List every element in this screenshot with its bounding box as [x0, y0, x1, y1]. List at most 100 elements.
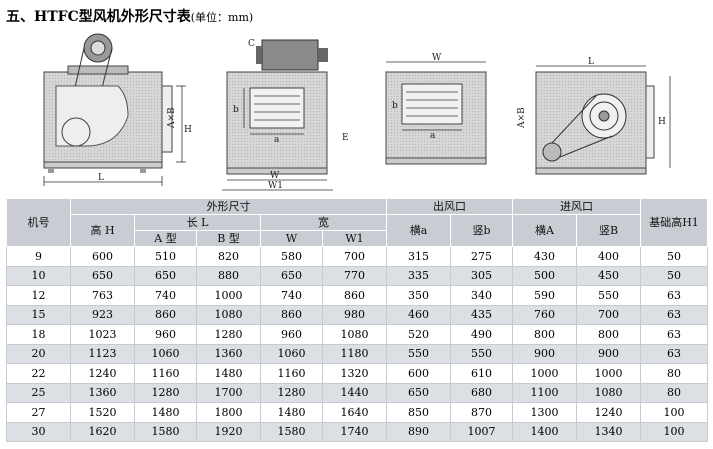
table-cell: 435 — [450, 304, 513, 325]
table-cell: 1640 — [322, 402, 387, 423]
table-cell: 1360 — [196, 343, 261, 364]
table-cell: 12 — [6, 285, 71, 306]
table-cell: 600 — [386, 363, 451, 384]
table-cell: 18 — [6, 324, 71, 345]
header-inlet-b: 竖B — [576, 214, 641, 247]
table-cell: 15 — [6, 304, 71, 325]
table-cell: 860 — [134, 304, 197, 325]
table-cell: 850 — [386, 402, 451, 423]
header-length: 长 L — [134, 214, 261, 231]
table-cell: 650 — [260, 265, 323, 286]
table-cell: 1480 — [196, 363, 261, 384]
header-w1: W1 — [322, 230, 387, 247]
header-inlet-a: 横A — [512, 214, 577, 247]
table-cell: 315 — [386, 246, 451, 267]
table-cell: 550 — [386, 343, 451, 364]
table-cell: 30 — [6, 421, 71, 442]
table-cell: 520 — [386, 324, 451, 345]
table-cell: 275 — [450, 246, 513, 267]
table-cell: 430 — [512, 246, 577, 267]
table-cell: 20 — [6, 343, 71, 364]
table-cell: 25 — [6, 382, 71, 403]
table-cell: 50 — [640, 265, 708, 286]
table-cell: 1440 — [322, 382, 387, 403]
header-outlet-a: 横a — [386, 214, 451, 247]
table-cell: 22 — [6, 363, 71, 384]
table-cell: 820 — [196, 246, 261, 267]
table-cell: 63 — [640, 343, 708, 364]
page-title: 五、HTFC型风机外形尺寸表(单位：mm) — [6, 6, 253, 26]
table-cell: 580 — [260, 246, 323, 267]
header-inlet: 进风口 — [512, 198, 641, 215]
table-cell: 1700 — [196, 382, 261, 403]
label-C-2: C — [248, 39, 255, 49]
table-cell: 1060 — [260, 343, 323, 364]
title-unit: (单位：mm) — [190, 11, 254, 24]
table-cell: 500 — [512, 265, 577, 286]
header-length-b: B 型 — [196, 230, 261, 247]
table-cell: 550 — [576, 285, 641, 306]
table-cell: 510 — [134, 246, 197, 267]
table-cell: 100 — [640, 421, 708, 442]
table-cell: 27 — [6, 402, 71, 423]
label-AxB-1: A×B — [167, 107, 177, 129]
table-cell: 1240 — [576, 402, 641, 423]
table-cell: 700 — [576, 304, 641, 325]
table-cell: 305 — [450, 265, 513, 286]
table-cell: 1080 — [196, 304, 261, 325]
dimension-table: 机号 外形尺寸 出风口 进风口 基础高H1 高 H 长 L 宽 横a 竖b 横A… — [6, 198, 708, 442]
back-view-drawing: W a b — [385, 53, 487, 165]
table-cell: 870 — [450, 402, 513, 423]
table-cell: 900 — [512, 343, 577, 364]
table-cell: 1000 — [512, 363, 577, 384]
table-cell: 980 — [322, 304, 387, 325]
table-cell: 80 — [640, 382, 708, 403]
table-cell: 1160 — [134, 363, 197, 384]
label-AxB-4: A×B — [517, 107, 527, 129]
table-cell: 1080 — [576, 382, 641, 403]
label-W-3: W — [432, 53, 442, 63]
label-H-4: H — [658, 117, 666, 127]
label-b-2: b — [233, 105, 239, 115]
table-cell: 650 — [134, 265, 197, 286]
table-cell: 1400 — [512, 421, 577, 442]
table-cell: 1060 — [134, 343, 197, 364]
table-cell: 880 — [196, 265, 261, 286]
label-b-3: b — [392, 101, 398, 111]
table-cell: 335 — [386, 265, 451, 286]
title-main: 五、HTFC型风机外形尺寸表 — [6, 9, 191, 25]
table-cell: 1080 — [322, 324, 387, 345]
table-cell: 650 — [70, 265, 135, 286]
header-outer: 外形尺寸 — [70, 198, 387, 215]
table-cell: 1360 — [70, 382, 135, 403]
header-length-a: A 型 — [134, 230, 197, 247]
table-cell: 1240 — [70, 363, 135, 384]
label-W-2: W — [270, 171, 280, 181]
table-cell: 700 — [322, 246, 387, 267]
table-cell: 350 — [386, 285, 451, 306]
label-H-1: H — [184, 125, 192, 135]
table-cell: 1000 — [576, 363, 641, 384]
table-cell: 63 — [640, 324, 708, 345]
header-model: 机号 — [6, 198, 71, 247]
table-cell: 860 — [322, 285, 387, 306]
table-cell: 1280 — [260, 382, 323, 403]
table-cell: 1180 — [322, 343, 387, 364]
table-cell: 550 — [450, 343, 513, 364]
table-cell: 800 — [576, 324, 641, 345]
table-cell: 610 — [450, 363, 513, 384]
table-cell: 590 — [512, 285, 577, 306]
table-cell: 63 — [640, 304, 708, 325]
table-cell: 760 — [512, 304, 577, 325]
table-cell: 1007 — [450, 421, 513, 442]
table-cell: 1160 — [260, 363, 323, 384]
table-cell: 1800 — [196, 402, 261, 423]
table-cell: 1480 — [134, 402, 197, 423]
table-cell: 1023 — [70, 324, 135, 345]
fan-drawings: L A×B H a b C E W W1 — [43, 33, 671, 191]
